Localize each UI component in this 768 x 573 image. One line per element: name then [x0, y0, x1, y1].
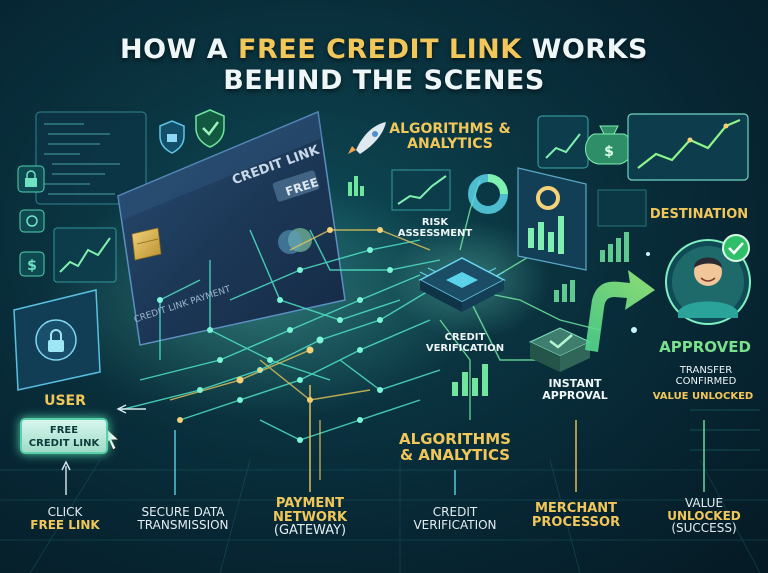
risk-assessment-label: RISK ASSESSMENT	[380, 217, 490, 239]
merchant-line-1: MERCHANT	[534, 501, 618, 516]
destination-label: DESTINATION	[649, 207, 749, 222]
algorithms-label-middle: ALGORITHMS & ANALYTICS	[385, 430, 525, 464]
approved-label: APPROVED	[659, 338, 751, 356]
value-line-1: VALUE	[684, 496, 724, 510]
page-title-line-1: HOW A FREE CREDIT LINK WORKS	[0, 34, 768, 65]
bar-chart-icon	[391, 169, 451, 211]
checkmark-icon	[722, 234, 750, 262]
free-button-line-2: CREDIT LINK	[28, 438, 100, 449]
instant-line-1: INSTANT	[548, 377, 602, 390]
user-label: USER	[44, 393, 86, 409]
free-credit-link-button[interactable]: FREE CREDIT LINK	[20, 418, 108, 454]
phone-panel	[537, 115, 589, 169]
value-line-2: UNLOCKED	[667, 508, 741, 523]
value-unlocked-top-label: VALUE UNLOCKED	[652, 391, 754, 402]
shield-icon	[159, 120, 185, 154]
credit-bottom-line-1: CREDIT	[432, 505, 478, 519]
step-click-free-link: CLICK FREE LINK	[15, 506, 115, 531]
step-payment-network: PAYMENT NETWORK (GATEWAY)	[260, 497, 360, 538]
click-line-1: CLICK	[47, 505, 83, 519]
settings-icon	[19, 209, 45, 233]
trend-chart-panel	[627, 113, 749, 181]
avatar-icon	[665, 239, 751, 325]
step-value-unlocked: VALUE UNLOCKED (SUCCESS)	[652, 497, 756, 535]
risk-line-2: ASSESSMENT	[397, 227, 473, 239]
arrow-icon	[585, 270, 655, 352]
dollar-icon: $	[19, 251, 45, 277]
lock-screen-panel	[13, 289, 101, 391]
secure-line-1: SECURE DATA	[141, 505, 225, 519]
algorithms-mid-line-1: ALGORITHMS	[399, 430, 511, 448]
value-line-3: (SUCCESS)	[671, 521, 737, 536]
circuit-lines	[119, 179, 601, 480]
svg-text:$: $	[604, 144, 614, 160]
step-credit-verification: CREDIT VERIFICATION	[395, 506, 515, 531]
title-highlight: FREE CREDIT LINK	[238, 34, 522, 65]
rocket-icon	[348, 122, 386, 154]
shield-check-icon	[195, 109, 225, 148]
payment-line-3: (GATEWAY)	[273, 523, 347, 539]
mini-bars-icon	[348, 176, 488, 396]
payment-line-2: NETWORK	[272, 509, 348, 525]
title-text-a: HOW A	[120, 34, 239, 65]
click-line-2: FREE LINK	[30, 517, 100, 532]
instant-line-2: APPROVAL	[542, 388, 608, 402]
credit-bottom-line-2: VERIFICATION	[413, 517, 497, 532]
pie-chart-icon	[468, 174, 508, 214]
free-button-line-1: FREE	[49, 425, 79, 436]
transfer-line-2: CONFIRMED	[675, 375, 737, 387]
instant-approval-label: INSTANT APPROVAL	[525, 378, 625, 401]
pointer-lines	[61, 385, 705, 495]
step-secure-data: SECURE DATA TRANSMISSION	[118, 506, 248, 531]
risk-line-1: RISK	[421, 217, 449, 228]
dashboard-panel	[517, 167, 587, 271]
credit-top-line-2: VERIFICATION	[425, 342, 505, 354]
step-merchant-processor: MERCHANT PROCESSOR	[518, 502, 634, 529]
page-title-line-2: BEHIND THE SCENES	[223, 65, 545, 96]
merchant-line-2: PROCESSOR	[531, 514, 621, 530]
credit-card	[117, 110, 346, 346]
algorithms-line-2: ANALYTICS	[407, 135, 493, 152]
chip-icon	[418, 257, 506, 312]
algorithms-mid-line-2: & ANALYTICS	[399, 445, 511, 464]
sparkle-icon	[631, 252, 650, 333]
algorithms-label-top: ALGORITHMS & ANALYTICS	[385, 122, 515, 151]
algorithms-line-1: ALGORITHMS &	[389, 121, 511, 137]
teal-line-chart-icon	[597, 189, 647, 227]
svg-text:$: $	[27, 258, 37, 274]
side-bars-icon	[554, 232, 629, 302]
code-panel	[35, 111, 147, 205]
transfer-line-1: TRANSFER	[679, 365, 733, 376]
approval-box-icon	[528, 327, 592, 372]
secure-line-2: TRANSMISSION	[137, 517, 229, 532]
payment-line-1: PAYMENT	[275, 496, 345, 511]
circuit-nodes	[157, 227, 393, 443]
credit-verification-label-top: CREDIT VERIFICATION	[410, 332, 520, 354]
credit-top-line-1: CREDIT	[444, 332, 486, 343]
transfer-confirmed-label: TRANSFER CONFIRMED	[644, 365, 768, 387]
lock-icon	[17, 165, 45, 193]
money-bag-icon: $	[585, 125, 633, 165]
line-chart-icon	[53, 227, 117, 283]
title-text-b: WORKS	[521, 34, 648, 65]
